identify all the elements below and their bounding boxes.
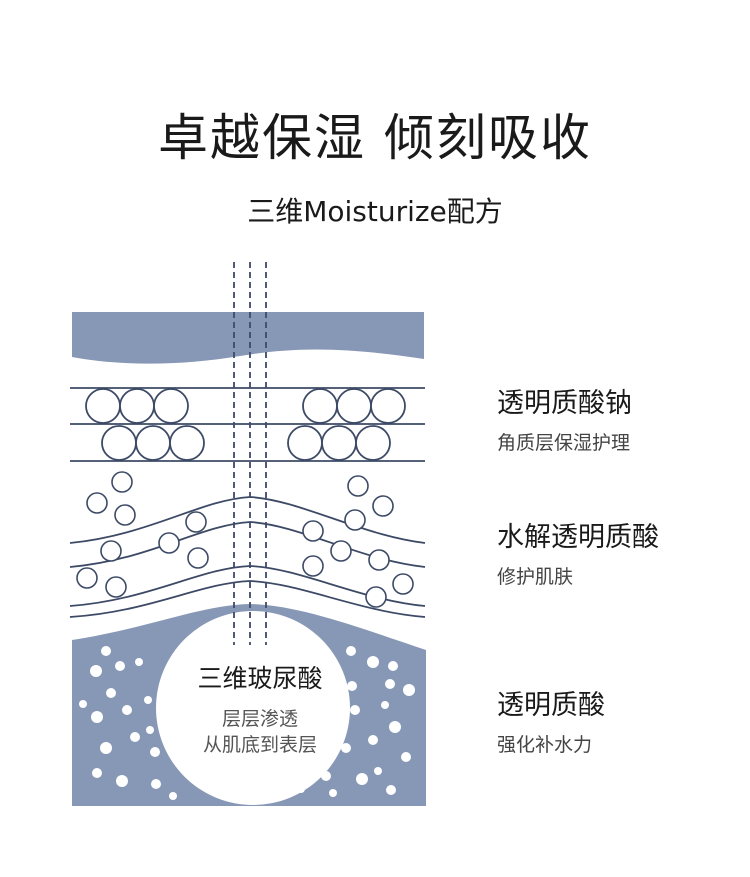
- page-subtitle: 三维Moisturize配方: [247, 195, 503, 228]
- layer-name: 透明质酸钠: [497, 388, 632, 419]
- circle-line-2: 从肌底到表层: [202, 734, 317, 756]
- layer-desc: 角质层保湿护理: [497, 432, 631, 454]
- small-bubbles: [76, 471, 414, 608]
- penetration-lines: [233, 262, 267, 645]
- layer-label-1: 透明质酸钠 角质层保湿护理: [497, 386, 632, 456]
- layer-label-3: 透明质酸 强化补水力: [497, 688, 605, 758]
- top-layer: [72, 312, 424, 364]
- circle-description: 层层渗透 从肌底到表层: [160, 706, 360, 758]
- circle-line-1: 层层渗透: [221, 708, 298, 730]
- layer-desc: 强化补水力: [497, 734, 593, 756]
- cell-row-lines: [70, 387, 425, 462]
- white-dots: [79, 646, 415, 803]
- layer-name: 透明质酸: [497, 690, 605, 721]
- layer-desc: 修护肌肤: [497, 566, 574, 588]
- hyaluronic-circle: [156, 611, 350, 805]
- cell-circles: [85, 388, 406, 461]
- layer-name: 水解透明质酸: [497, 522, 659, 553]
- circle-title: 三维玻尿酸: [197, 664, 323, 693]
- layer-label-2: 水解透明质酸 修护肌肤: [497, 520, 659, 590]
- page-title: 卓越保湿 倾刻吸收: [158, 109, 592, 167]
